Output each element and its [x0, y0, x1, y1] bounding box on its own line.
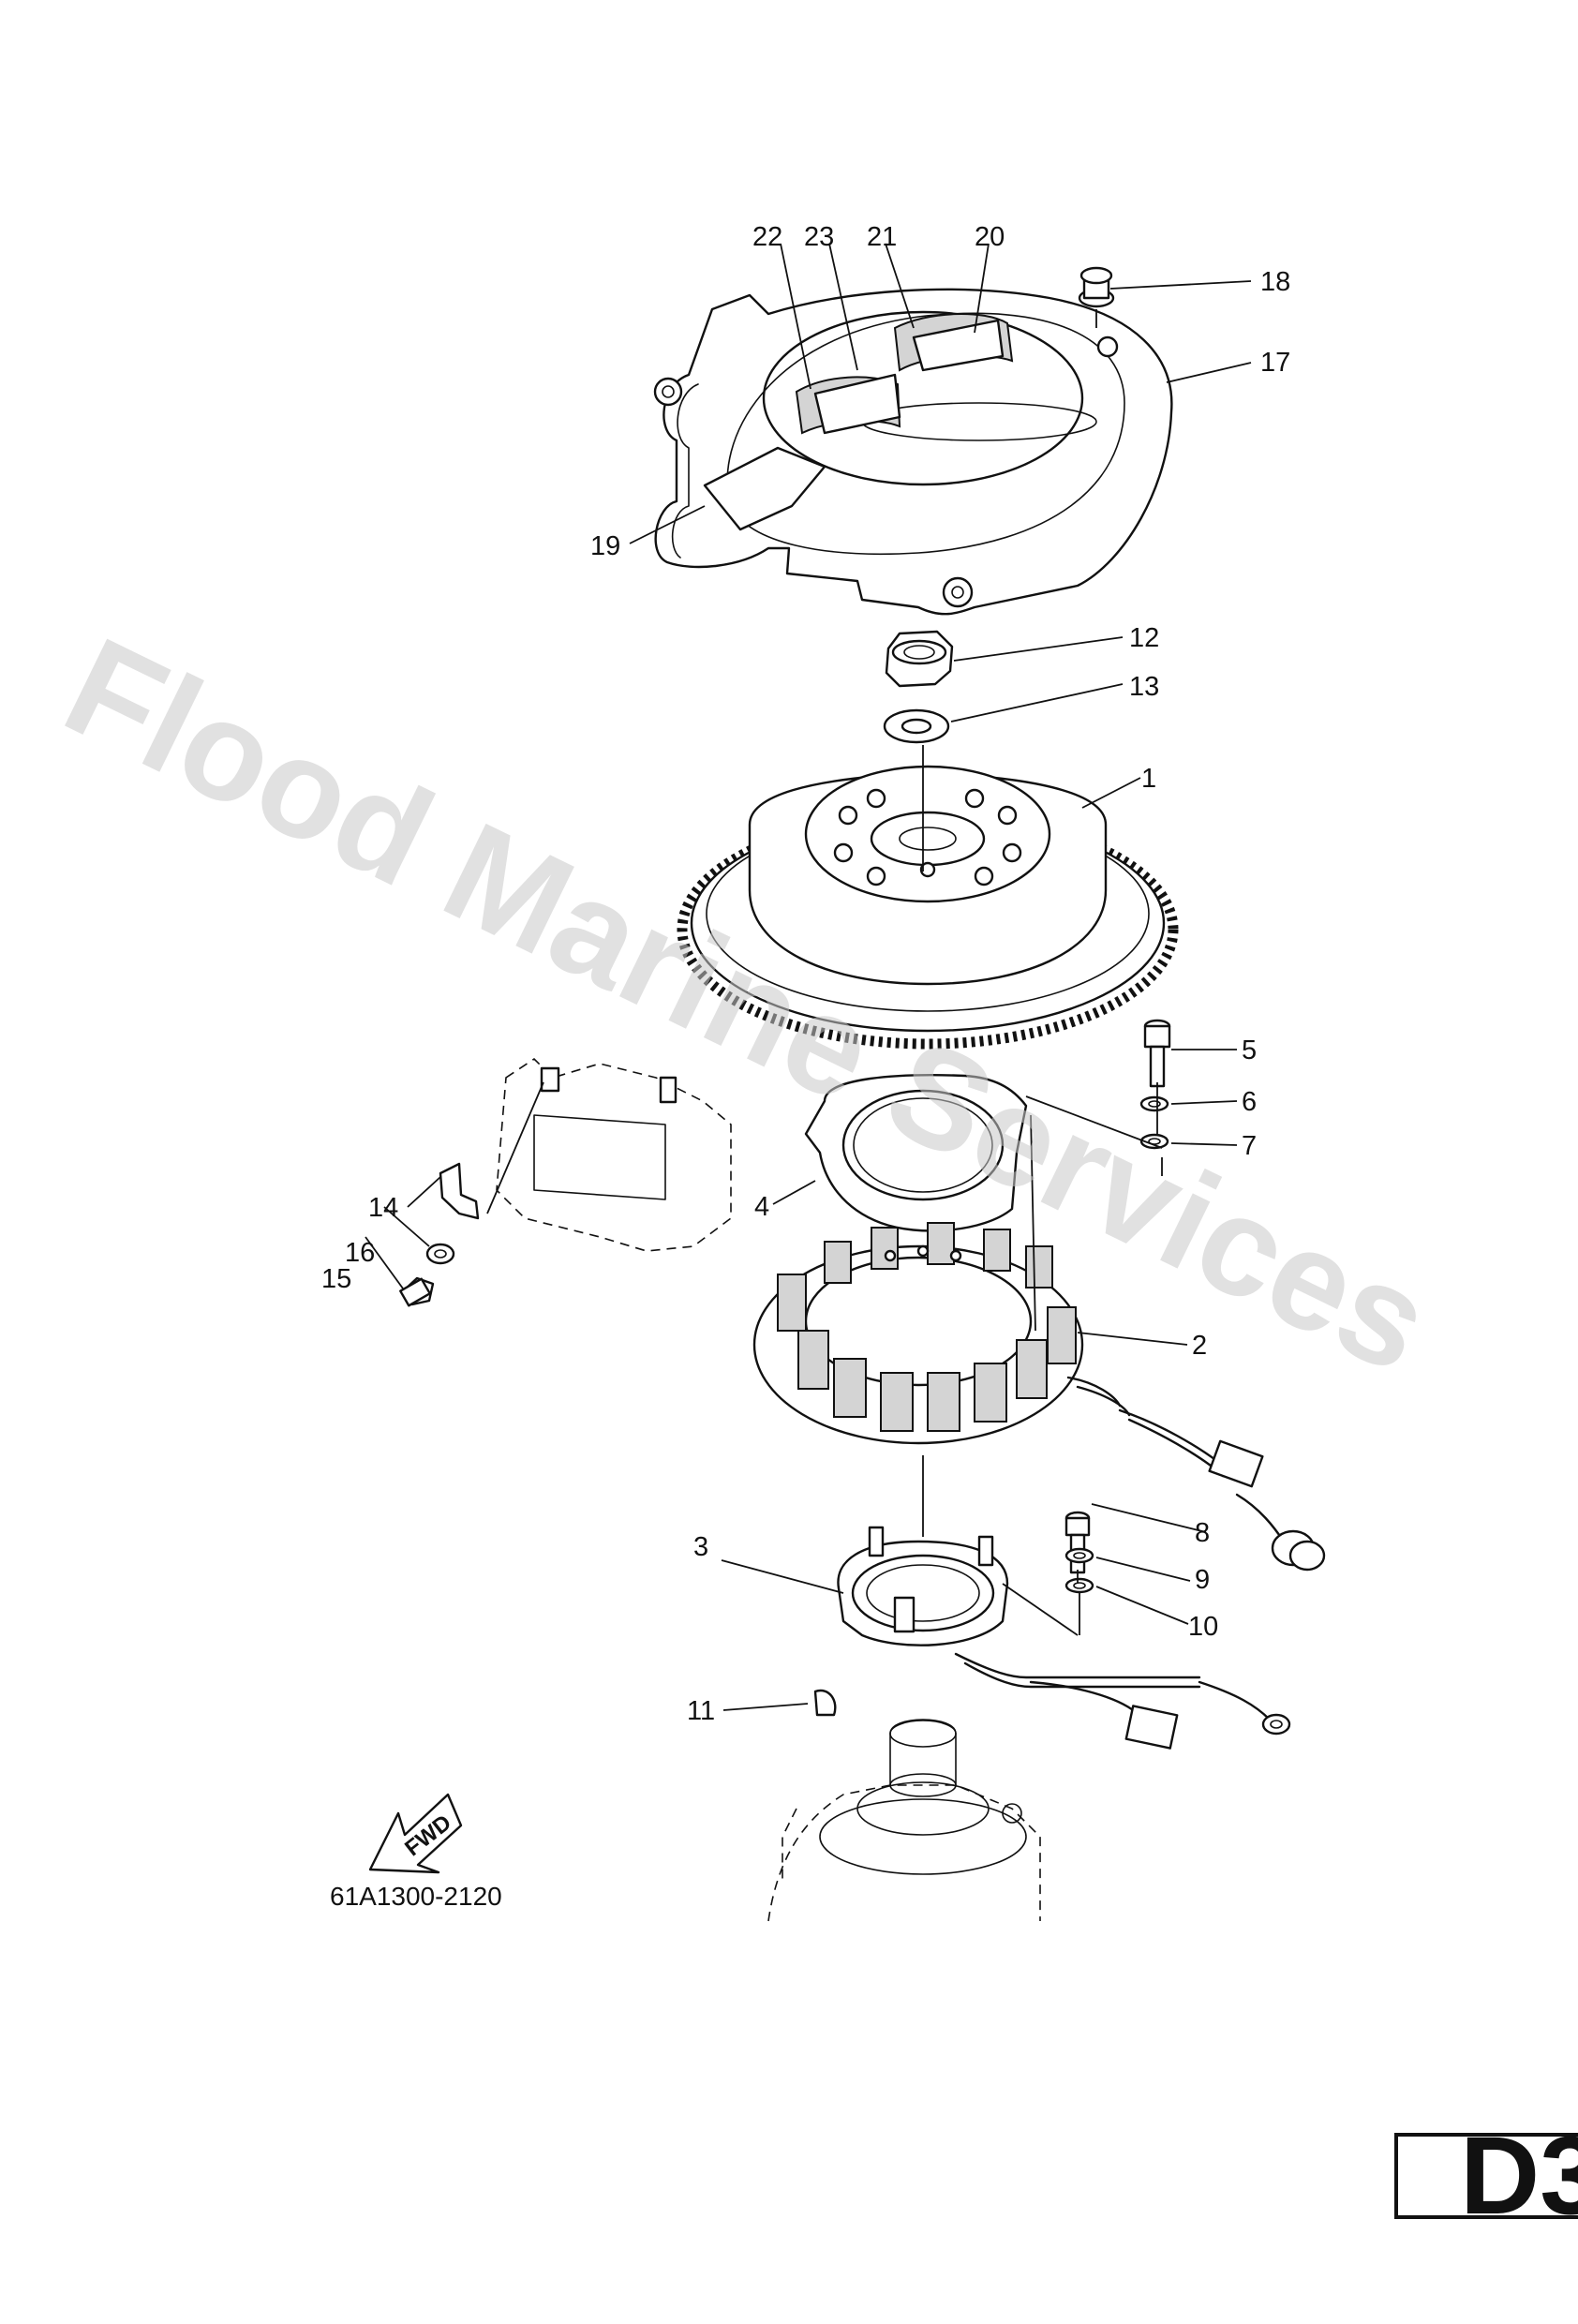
callout-18: 18: [1260, 267, 1290, 297]
callout-12: 12: [1129, 623, 1159, 653]
callout-9: 9: [1195, 1565, 1210, 1595]
callout-14: 14: [368, 1193, 398, 1223]
callout-22: 22: [752, 222, 782, 252]
part-4-stator-base: [804, 1074, 1028, 1232]
callout-16: 16: [345, 1238, 375, 1268]
callout-20: 20: [975, 222, 1005, 252]
ignition-module-reference: [486, 1057, 732, 1252]
part-8-bolt: [1064, 1511, 1091, 1574]
callout-labels: 22 23 21 20 18 17 19 12 13 1 5 6 7 14 16…: [321, 222, 1290, 1726]
part-18-grommet: [1078, 266, 1115, 328]
callout-11: 11: [687, 1696, 715, 1726]
drawing-code: 61A1300-2120: [330, 1882, 502, 1911]
part-1-flywheel: [677, 765, 1179, 1050]
callout-2: 2: [1192, 1331, 1207, 1361]
watermark: Flood Marine Services: [43, 607, 1453, 1403]
part-15-bolt: [399, 1276, 435, 1307]
part-13-washer: [883, 708, 950, 744]
crankcase-reference: [767, 1719, 1041, 1922]
part-14-bracket: [439, 1162, 480, 1220]
callout-19: 19: [590, 531, 620, 561]
callout-leaders: [365, 243, 1252, 1711]
part-9-washer: [1064, 1547, 1094, 1564]
page-id-box: D3: [1394, 2114, 1578, 2238]
part-11-key: [813, 1689, 837, 1717]
callout-8: 8: [1195, 1518, 1210, 1548]
part-17-flywheel-cover: [653, 288, 1173, 616]
callout-5: 5: [1242, 1035, 1257, 1065]
part-10-washer: [1064, 1577, 1094, 1594]
part-3-pulser-base: [837, 1526, 1291, 1750]
part-2-stator: [752, 1222, 1326, 1572]
callout-10: 10: [1188, 1612, 1218, 1642]
callout-4: 4: [754, 1192, 769, 1222]
callout-21: 21: [867, 222, 897, 252]
page-id: D3: [1460, 2114, 1578, 2238]
callout-23: 23: [804, 222, 834, 252]
callout-13: 13: [1129, 672, 1159, 702]
assembly-lines: [922, 745, 1163, 1636]
callout-3: 3: [693, 1532, 708, 1562]
part-12-nut: [885, 630, 954, 688]
callout-17: 17: [1260, 348, 1290, 378]
callout-6: 6: [1242, 1087, 1257, 1117]
callout-15: 15: [321, 1264, 351, 1294]
callout-7: 7: [1242, 1131, 1257, 1161]
callout-1: 1: [1141, 764, 1156, 794]
part-16-washer: [425, 1243, 455, 1265]
part-7-washer: [1139, 1133, 1169, 1150]
part-5-bolt: [1143, 1019, 1171, 1088]
part-6-washer: [1139, 1095, 1169, 1112]
forward-arrow-icon: FWD: [368, 1793, 463, 1874]
